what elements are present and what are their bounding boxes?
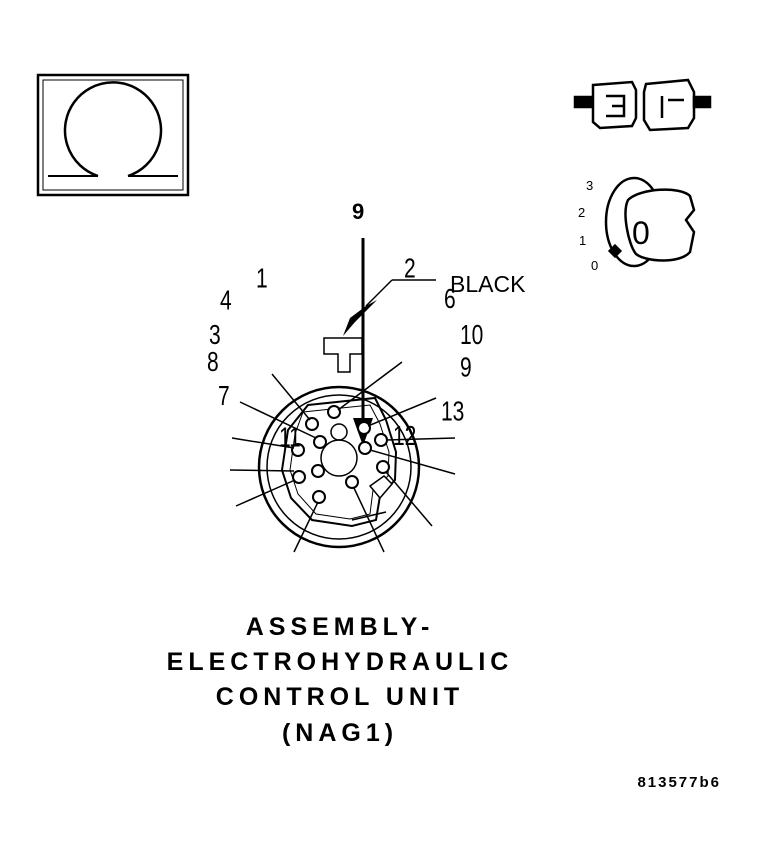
pin-label-7: 7	[218, 382, 230, 412]
pin-4-cavity	[313, 435, 327, 449]
pin-label-3: 3	[209, 321, 221, 351]
pin-label-8: 8	[207, 348, 219, 378]
probe-lead: 9 BLACK	[343, 199, 526, 446]
pin-1-cavity	[305, 417, 319, 431]
wire-color-label: BLACK	[450, 271, 526, 297]
pin-label-2: 2	[404, 254, 416, 284]
pin-label-11: 11	[279, 423, 301, 453]
pin-7-cavity	[292, 470, 306, 484]
ignition-key-off-symbol: 0	[632, 215, 650, 251]
pin-2-cavity	[327, 405, 341, 419]
pin-label-4: 4	[220, 286, 232, 316]
pin-label-12: 12	[393, 422, 416, 452]
pin-8-cavity	[311, 464, 325, 478]
title-line-4: (NAG1)	[282, 719, 398, 747]
ignition-position-1: 1	[579, 233, 586, 248]
title-line-1: ASSEMBLY-	[246, 613, 435, 641]
pin-label-10: 10	[460, 321, 483, 351]
pin-label-6: 6	[444, 285, 456, 315]
ignition-position-2: 2	[578, 205, 585, 220]
title-line-3: CONTROL UNIT	[216, 683, 464, 711]
pin-leader-lines	[229, 361, 456, 553]
pin-9-cavity	[358, 441, 372, 455]
component-title: ASSEMBLY- ELECTROHYDRAULIC CONTROL UNIT …	[167, 613, 514, 747]
pin-12-cavity	[345, 475, 359, 489]
connector-disconnected-icon	[573, 78, 712, 132]
pin-number-labels: 1 2 3 4 6 7 8 9 10 11 12 13	[207, 254, 483, 453]
ohmmeter-icon	[36, 73, 190, 197]
pin-10-cavity	[374, 433, 388, 447]
pin-13-cavity	[376, 460, 390, 474]
title-line-2: ELECTROHYDRAULIC	[167, 648, 514, 676]
probe-pin-label: 9	[352, 199, 364, 224]
ignition-position-3: 3	[586, 178, 593, 193]
ignition-position-0: 0	[591, 258, 598, 273]
pin-label-13: 13	[441, 397, 464, 427]
pin-label-9: 9	[460, 353, 472, 383]
pin-3-cavity	[291, 443, 305, 457]
figure-id: 813577b6	[637, 774, 721, 791]
connector-pins	[291, 405, 390, 504]
pin-label-1: 1	[256, 264, 268, 294]
pin-6-cavity	[357, 421, 371, 435]
connector-body	[257, 337, 421, 549]
pin-11-cavity	[312, 490, 326, 504]
ignition-key-off-icon: 3 2 1 0 0	[578, 176, 696, 273]
